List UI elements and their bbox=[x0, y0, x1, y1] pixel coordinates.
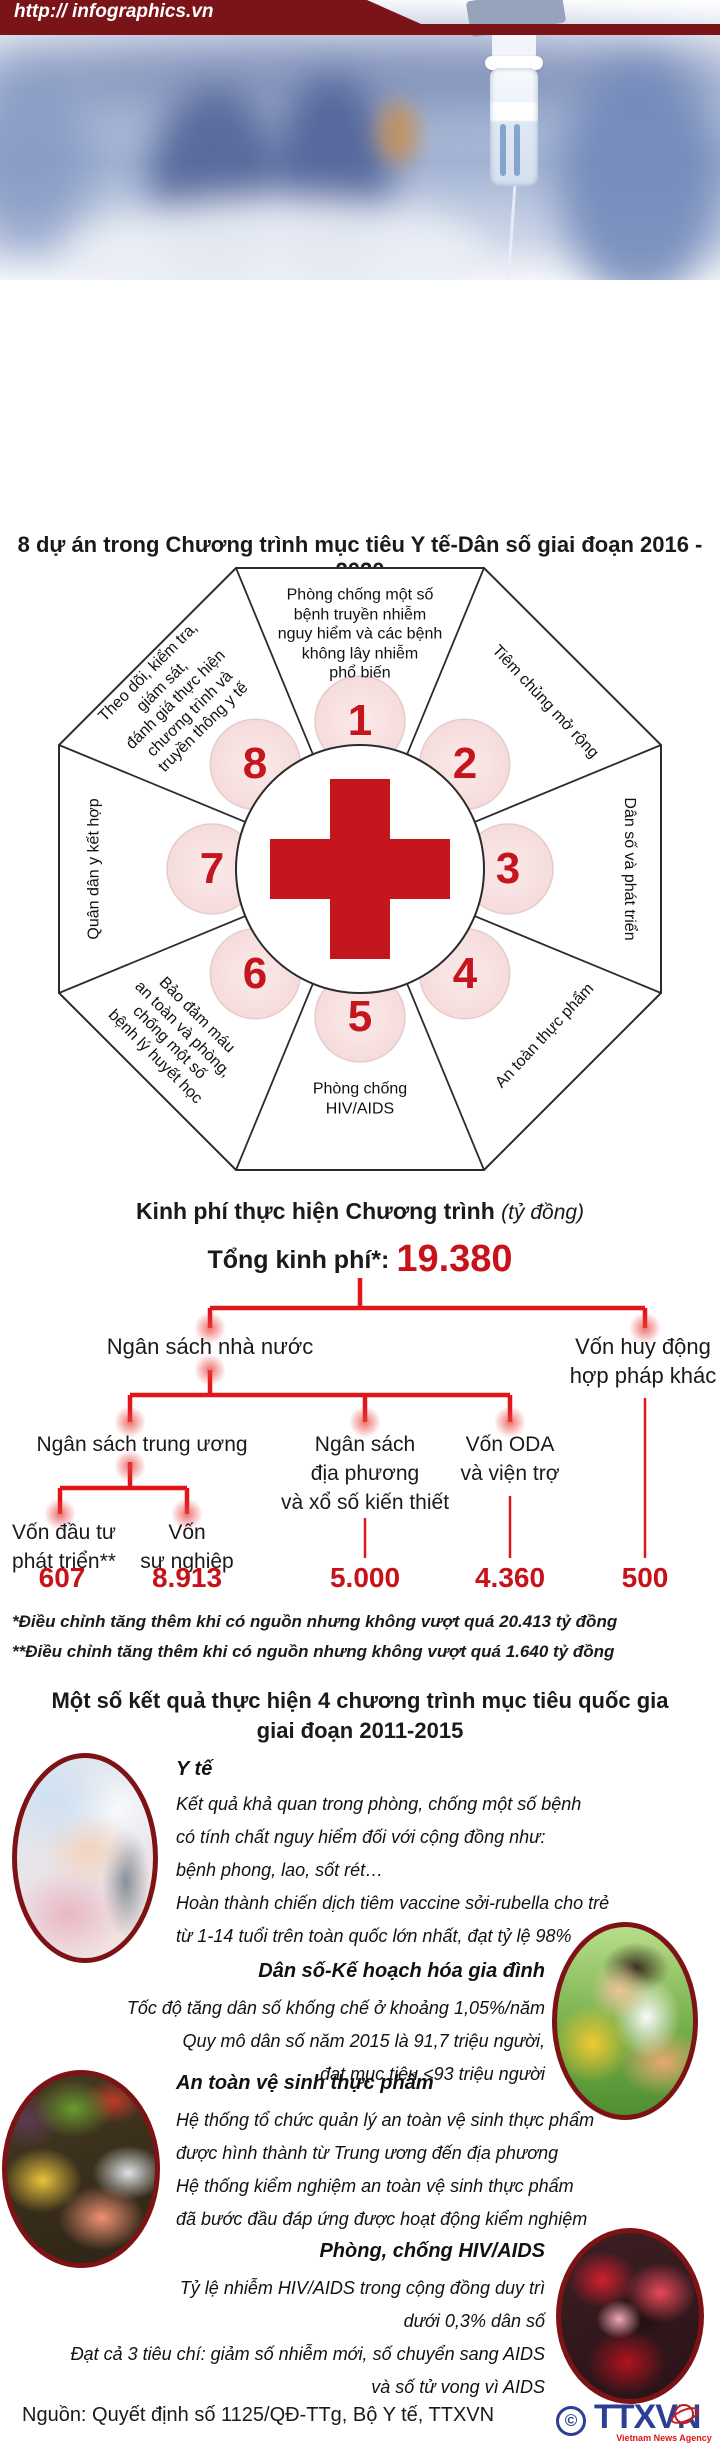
photo-blur-shape bbox=[378, 102, 418, 164]
budget-node-oda: Vốn ODA và viện trợ bbox=[460, 1433, 560, 1485]
agency-subtitle: Vietnam News Agency bbox=[616, 2433, 712, 2443]
budget-total: Tổng kinh phí*: 19.380 bbox=[207, 1238, 513, 1280]
result-text-hiv: Tỷ lệ nhiễm HIV/AIDS trong cộng đồng duy… bbox=[70, 2278, 545, 2397]
result-text-yte: Kết quả khả quan trong phòng, chống một … bbox=[176, 1794, 610, 1946]
budget-node-local: Ngân sách địa phương và xổ số kiến thiết bbox=[280, 1433, 450, 1514]
result-heading-danso: Dân số-Kế hoạch hóa gia đình bbox=[258, 1960, 545, 1982]
budget-node-invest: Vốn đầu tư phát triển** bbox=[12, 1521, 116, 1573]
project-number: 4 bbox=[452, 949, 478, 998]
result-text-attp: Hệ thống tổ chức quản lý an toàn vệ sinh… bbox=[176, 2110, 595, 2229]
red-cross-icon bbox=[270, 779, 450, 959]
budget-value-other: 500 bbox=[621, 1562, 669, 1593]
website-link[interactable]: http:// infographics.vn bbox=[14, 1, 214, 22]
iv-drip-liquid bbox=[514, 124, 520, 176]
photo-blur-shape bbox=[70, 196, 490, 280]
result-heading-hiv: Phòng, chống HIV/AIDS bbox=[319, 2240, 545, 2262]
project-number: 2 bbox=[452, 739, 478, 788]
hero-photo-operating-room bbox=[0, 0, 720, 280]
budget-value-oda: 4.360 bbox=[474, 1562, 546, 1593]
photo-child-doctor bbox=[12, 1753, 158, 1963]
budget-value-career: 8.913 bbox=[151, 1562, 223, 1593]
project-label-3: Dân số và phát triển bbox=[620, 797, 638, 941]
sector-divider-lines bbox=[58, 567, 662, 1171]
budget-footnote-1: *Điều chỉnh tăng thêm khi có nguồn nhưng… bbox=[12, 1612, 618, 1631]
project-number: 8 bbox=[242, 739, 268, 788]
photo-food bbox=[2, 2070, 160, 2268]
photo-family bbox=[552, 1922, 698, 2120]
project-number: 1 bbox=[347, 696, 373, 745]
photo-blur-shape bbox=[560, 60, 720, 280]
photo-red-ribbons bbox=[556, 2228, 704, 2404]
budget-node-other: Vốn huy động hợp pháp khác bbox=[569, 1334, 717, 1388]
budget-value-invest: 607 bbox=[38, 1562, 86, 1593]
budget-node-state: Ngân sách nhà nước bbox=[106, 1334, 314, 1359]
project-label-1: Phòng chống một số bệnh truyền nhiễm ngu… bbox=[277, 586, 443, 682]
project-label-5: Phòng chống HIV/AIDS bbox=[312, 1080, 408, 1118]
globe-icon bbox=[674, 2404, 694, 2424]
project-label-7: Quân dân y kết hợp bbox=[85, 798, 103, 940]
iv-drip-tube bbox=[506, 186, 517, 280]
project-number: 6 bbox=[242, 949, 268, 998]
result-heading-attp: An toàn vệ sinh thực phẩm bbox=[176, 2072, 434, 2094]
project-number: 7 bbox=[199, 844, 225, 893]
result-heading-yte: Y tế bbox=[176, 1758, 213, 1780]
project-number: 3 bbox=[495, 844, 521, 893]
budget-unit: (tỷ đồng) bbox=[501, 1201, 585, 1224]
budget-total-value: 19.380 bbox=[396, 1238, 513, 1280]
tree-node-glow-dots bbox=[44, 1312, 661, 1530]
budget-value-local: 5.000 bbox=[329, 1562, 401, 1593]
octagon-diagram bbox=[58, 567, 662, 1171]
ttxvn-logo: © TTXVN Vietnam News Agency bbox=[556, 2398, 716, 2448]
budget-footnote-2: **Điều chỉnh tăng thêm khi có nguồn nhưn… bbox=[12, 1642, 615, 1661]
budget-node-career: Vốn sự nghiệp bbox=[140, 1521, 234, 1573]
source-line: Nguồn: Quyết định số 1125/QĐ-TTg, Bộ Y t… bbox=[22, 2404, 495, 2426]
budget-node-central: Ngân sách trung ương bbox=[36, 1433, 248, 1456]
results-section-title-line2: giai đoạn 2011-2015 bbox=[256, 1718, 464, 1743]
budget-tree-lines bbox=[44, 1278, 661, 1558]
project-number: 5 bbox=[347, 992, 373, 1041]
result-text-danso: Tốc độ tăng dân số khống chế ở khoảng 1,… bbox=[126, 1998, 545, 2084]
iv-drip-liquid bbox=[500, 124, 506, 176]
budget-section-title: Kinh phí thực hiện Chương trình (tỷ đồng… bbox=[135, 1198, 585, 1224]
copyright-icon: © bbox=[556, 2406, 586, 2436]
results-section-title-line1: Một số kết quả thực hiện 4 chương trình … bbox=[51, 1688, 669, 1713]
iv-drip-collar bbox=[485, 56, 543, 70]
